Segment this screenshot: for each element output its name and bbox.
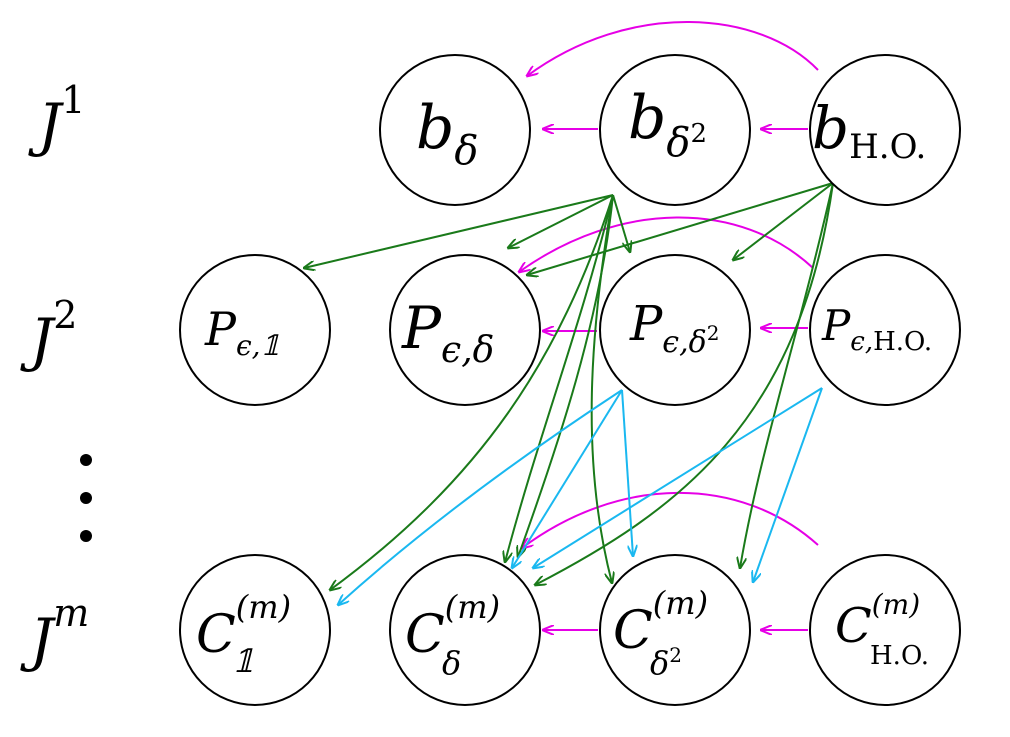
node-b-delta2: bδ2 — [599, 54, 751, 206]
edge-cyan-p-ho-to-c-delta2 — [753, 387, 823, 582]
nodes-layer: bδ bδ2 bH.O. Pϵ,𝟙 Pϵ,δ — [179, 54, 961, 706]
node-c-delta2: C(m) δ2 — [599, 554, 751, 706]
edge-green-b-delta2-to-c-delta-b — [518, 194, 614, 557]
svg-text:bH.O.: bH.O. — [812, 94, 926, 167]
node-b-ho: bH.O. — [809, 54, 961, 206]
node-p-delta2: Pϵ,δ2 — [599, 254, 751, 406]
ellipsis-dot-2 — [80, 492, 92, 504]
edge-magenta-c-ho-arc-to-c-delta — [522, 491, 819, 548]
vertical-ellipsis — [80, 454, 92, 542]
node-p-delta: Pϵ,δ — [389, 254, 541, 406]
svg-text:C(m): C(m) — [835, 588, 920, 654]
node-p-one: Pϵ,𝟙 — [179, 254, 331, 406]
node-c-ho: C(m) H.O. — [809, 554, 961, 706]
svg-text:𝟙: 𝟙 — [232, 642, 254, 680]
ellipsis-dot-3 — [80, 530, 92, 542]
svg-text:Pϵ,H.O.: Pϵ,H.O. — [821, 301, 932, 357]
edge-green-b-delta2-to-c-delta — [505, 194, 614, 562]
edge-green-b-ho-to-c-delta — [535, 182, 834, 585]
node-p-ho: Pϵ,H.O. — [809, 254, 961, 406]
node-c-delta: C(m) δ — [389, 554, 541, 706]
row-label-jm: Jm — [20, 591, 89, 674]
node-c-one: C(m) 𝟙 — [179, 554, 331, 706]
row-label-j1: J1 — [28, 78, 85, 159]
ellipsis-dot-1 — [80, 454, 92, 466]
edges-layer — [304, 21, 834, 630]
edge-green-b-delta2-to-p-one — [304, 194, 614, 268]
edge-green-b-ho-to-c-delta2 — [740, 182, 834, 568]
svg-text:C(m): C(m) — [613, 584, 708, 661]
svg-text:H.O.: H.O. — [870, 641, 929, 671]
svg-text:Pϵ,𝟙: Pϵ,𝟙 — [204, 302, 280, 362]
svg-text:C(m): C(m) — [196, 588, 291, 665]
row-labels: J1 J2 Jm — [20, 78, 92, 674]
svg-text:bδ2: bδ2 — [628, 83, 707, 166]
edge-magenta-p-ho-arc-to-p-delta — [519, 216, 814, 272]
svg-text:δ2: δ2 — [650, 643, 682, 682]
svg-text:bδ: bδ — [416, 93, 479, 174]
svg-text:Pϵ,δ2: Pϵ,δ2 — [629, 296, 719, 360]
edge-green-b-delta2-to-p-delta2 — [612, 194, 630, 252]
row-label-j2: J2 — [20, 293, 77, 374]
node-b-delta: bδ — [379, 54, 531, 206]
edge-cyan-p-ho-to-c-delta — [533, 387, 823, 568]
edge-cyan-p-delta2-to-c-delta2 — [621, 389, 633, 556]
edge-green-b-delta2-to-c-delta2 — [590, 194, 613, 583]
edge-green-b-ho-to-p-delta2 — [733, 182, 834, 260]
edge-green-b-delta2-to-p-delta — [508, 194, 614, 248]
edge-magenta-b-ho-arc-to-b-delta — [527, 21, 819, 76]
edge-green-b-delta2-to-c-one — [330, 194, 614, 590]
svg-text:Pϵ,δ: Pϵ,δ — [401, 294, 494, 371]
svg-text:C(m): C(m) — [405, 588, 500, 665]
edge-green-b-ho-to-p-delta — [527, 182, 834, 275]
svg-text:δ: δ — [442, 644, 461, 682]
edge-cyan-p-delta2-to-c-one — [338, 389, 623, 605]
edge-cyan-p-delta2-to-c-delta — [512, 389, 623, 568]
